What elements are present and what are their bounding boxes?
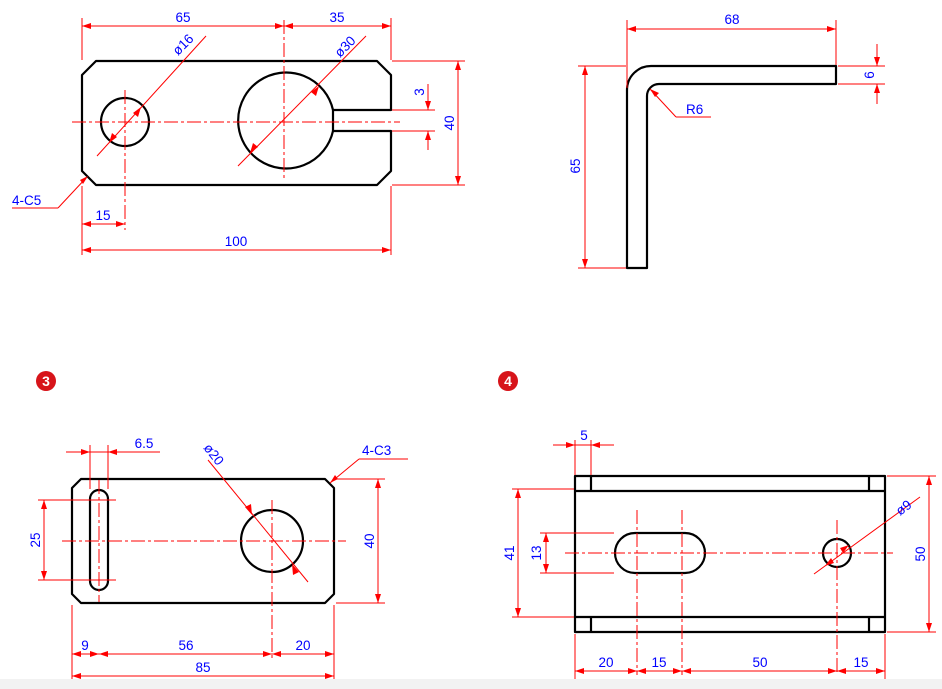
view2-dim-65: 65: [568, 158, 583, 173]
view3-dim-6-5: 6.5: [135, 436, 154, 451]
view1-dim-40: 40: [442, 115, 457, 130]
view3-chamfer: 4-C3: [362, 443, 391, 458]
view4-dim-15a: 15: [651, 655, 666, 670]
view1-outline: [80, 59, 393, 187]
view4-dim-41: 41: [502, 545, 517, 560]
view2-outline: [625, 64, 838, 270]
view1-dim-15: 15: [95, 208, 110, 223]
view3-badge-number: 3: [42, 373, 50, 389]
view4-dim-50: 50: [752, 655, 767, 670]
view4-dim-5: 5: [580, 428, 588, 443]
view1-dim-35: 35: [329, 10, 344, 25]
footer-strip: [0, 679, 942, 689]
view1-phi30: ø30: [332, 33, 359, 60]
view3-dim-85: 85: [195, 660, 210, 675]
view4-dim-50-vertical: 50: [913, 546, 928, 561]
view1-chamfer: 4-C5: [12, 193, 41, 208]
view4-dim-20: 20: [598, 655, 613, 670]
view2-dim-6: 6: [862, 71, 877, 79]
view1-dim-3: 3: [412, 88, 427, 96]
view4-dim-13: 13: [529, 545, 544, 560]
view3-dim-25: 25: [28, 532, 43, 547]
view3-outline: [70, 477, 336, 605]
view4-channel-drawing: 5 ø9 41 13 50 20 15 50 15: [502, 428, 936, 679]
view2-bracket-drawing: 68 6 65 R6: [568, 12, 885, 270]
view3-phi20: ø20: [201, 441, 227, 469]
view3-dim-40: 40: [362, 533, 377, 548]
view3-dim-56: 56: [178, 638, 193, 653]
view1-dim-65: 65: [175, 10, 190, 25]
view4-outline: [573, 474, 887, 634]
view4-phi9: ø9: [893, 497, 915, 518]
view1-plate-drawing: 65 35 40 3 ø16 ø30 4-C5 15: [12, 10, 465, 255]
view3-plate-drawing: 6.5 ø20 4-C3 25 40 9 56 20 8: [28, 436, 408, 679]
view2-dim-68: 68: [724, 12, 739, 27]
view3-badge: 3: [36, 371, 56, 391]
view4-dim-15b: 15: [853, 655, 868, 670]
view3-dim-20: 20: [295, 638, 310, 653]
view2-r6: R6: [686, 102, 703, 117]
view4-badge: 4: [498, 371, 518, 391]
view3-dim-9: 9: [81, 638, 89, 653]
view4-badge-number: 4: [504, 373, 512, 389]
view1-dim-100: 100: [225, 234, 248, 249]
view1-large-hole: [237, 71, 335, 170]
view1-phi16: ø16: [170, 31, 197, 58]
